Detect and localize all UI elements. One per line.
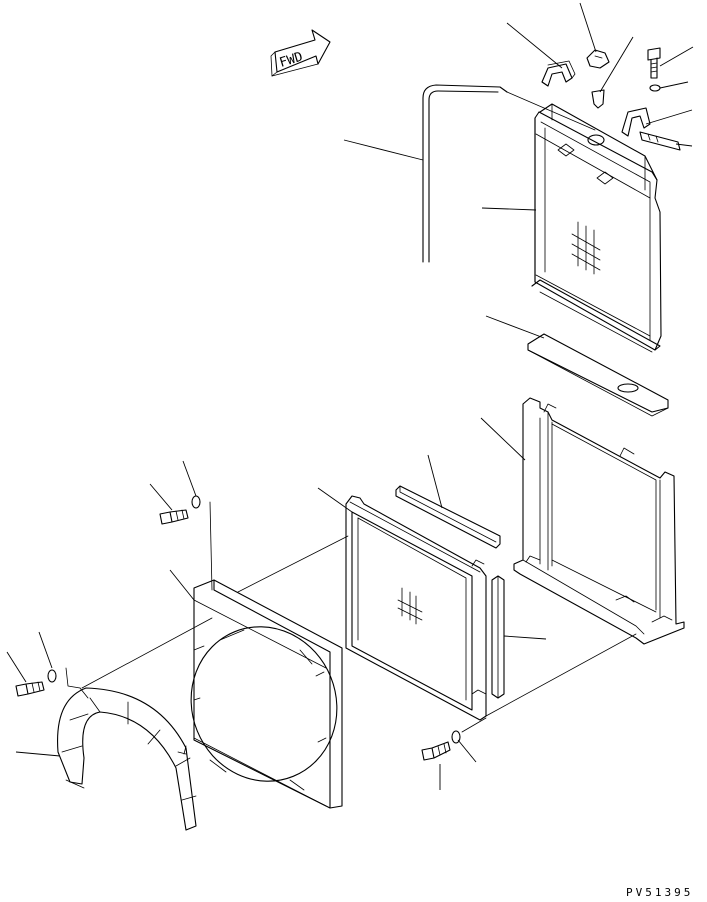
fwd-arrow-label: FWD: [278, 50, 305, 71]
grommet: [591, 89, 605, 109]
upper-washer: [649, 84, 661, 92]
leader-lines: [6, 2, 694, 790]
seal-plate: [527, 333, 669, 417]
drawing-code: PV51395: [626, 886, 694, 899]
bolt-set-upper: [159, 495, 213, 591]
fan-shroud: [190, 579, 343, 809]
overflow-tube: [422, 84, 596, 263]
radiator-cap: [587, 134, 605, 146]
side-bracket: [621, 107, 651, 137]
vertical-seal: [491, 575, 505, 699]
radiator-frame: [513, 397, 685, 645]
alignment-lines: [81, 535, 637, 733]
fwd-arrow-icon: FWD: [270, 29, 331, 77]
hose-clamp: [639, 131, 681, 151]
cushion-nut: [586, 49, 610, 69]
upper-bolt: [647, 47, 661, 79]
grille-panel: [345, 495, 487, 721]
bolt-set-right: [421, 730, 461, 761]
side-seal: [395, 485, 501, 549]
fan-guard: [57, 687, 197, 831]
radiator-core: [531, 103, 662, 353]
mounting-bracket: [541, 63, 573, 87]
upper-hardware: [541, 47, 681, 151]
bolt-set-lower: [15, 667, 81, 697]
